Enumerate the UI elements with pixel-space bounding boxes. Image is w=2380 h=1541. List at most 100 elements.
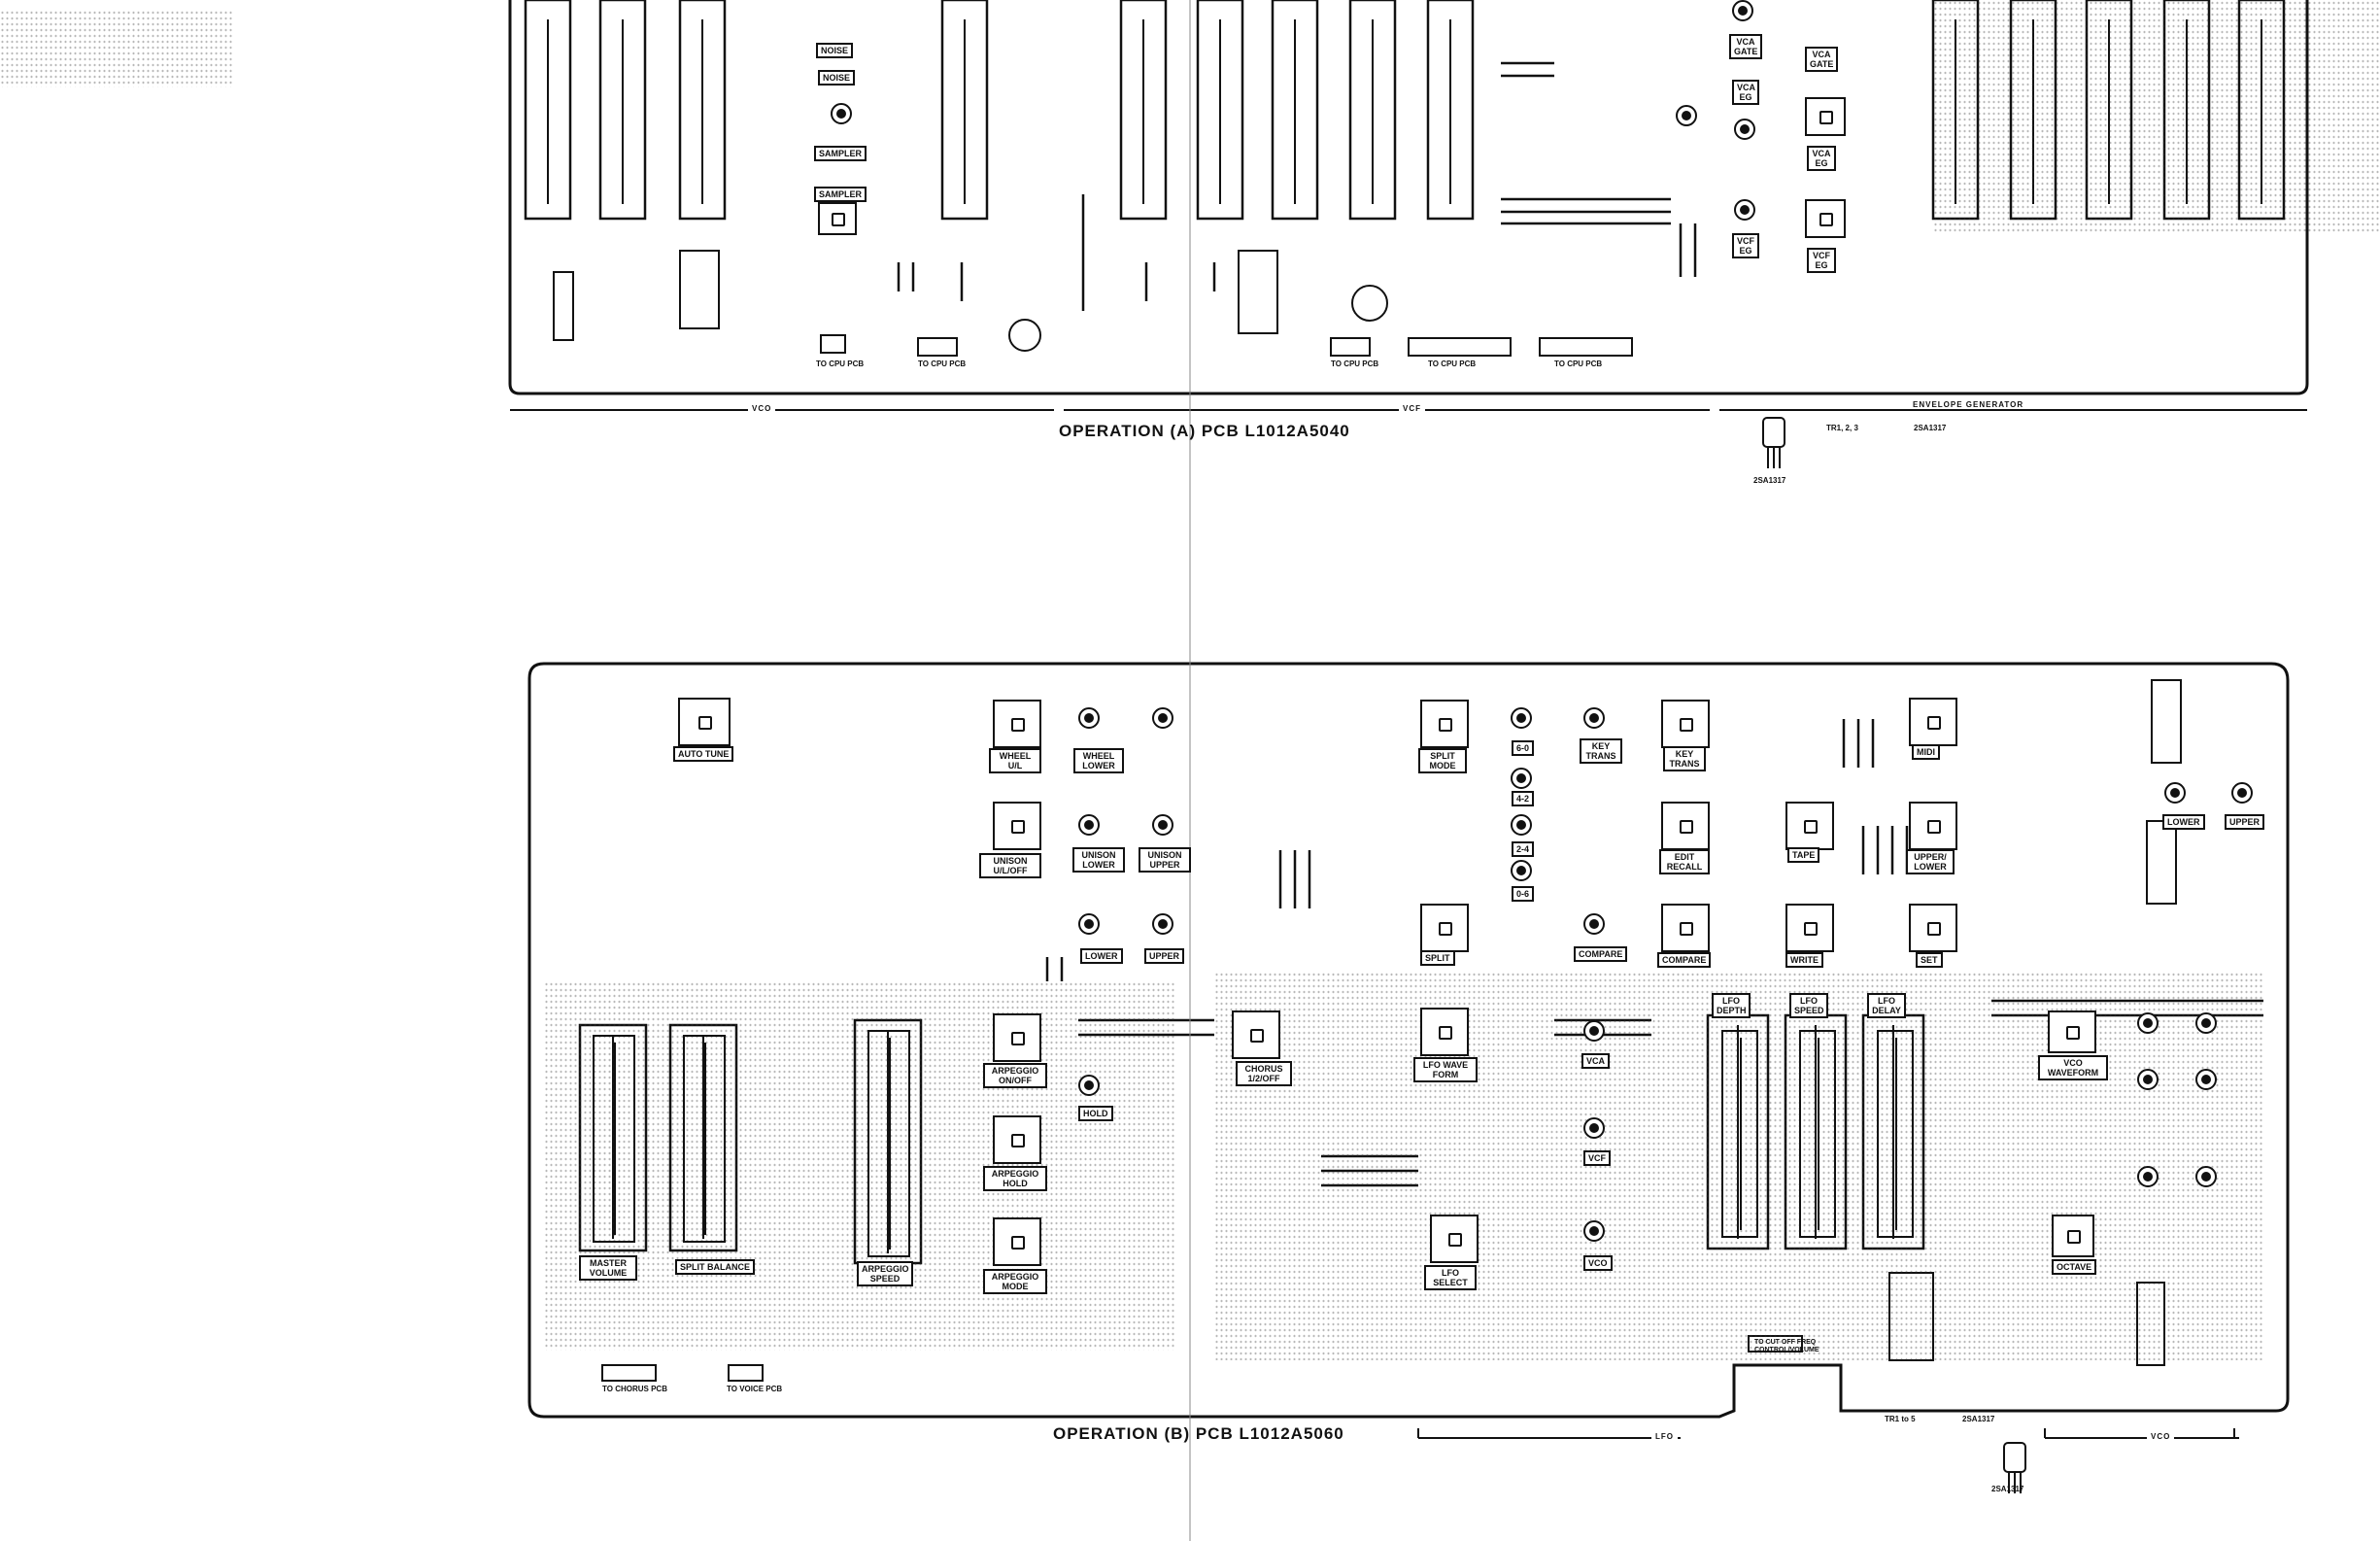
vca-gate-box-2: VCA GATE: [1805, 47, 1838, 72]
transistor-a-label: 2SA1317: [1753, 476, 1786, 485]
lfo-waveform-switch[interactable]: [1420, 1008, 1469, 1056]
env-switch-2[interactable]: [1805, 199, 1846, 238]
conn-a-1: TO CPU PCB: [816, 360, 865, 368]
compare-switch-label: COMPARE: [1657, 952, 1712, 968]
vco-led: [1583, 1220, 1605, 1242]
wheel-ul-switch[interactable]: [993, 700, 1041, 748]
arp-hold-switch[interactable]: [993, 1115, 1041, 1164]
octave-switch[interactable]: [2052, 1215, 2094, 1257]
upper-lower-label: UPPER/ LOWER: [1906, 849, 1955, 874]
board-a-title: OPERATION (A) PCB L1012A5040: [1059, 422, 1350, 440]
vco-label: VCO: [1583, 1255, 1613, 1271]
scan-noise-a-right: [1933, 0, 2380, 233]
vco-waveform-switch[interactable]: [2048, 1010, 2096, 1053]
chorus-switch[interactable]: [1232, 1010, 1280, 1059]
chorus-label: CHORUS 1/2/OFF: [1236, 1061, 1292, 1086]
compare-switch[interactable]: [1661, 904, 1710, 952]
conn-chorus-label: TO CHORUS PCB: [602, 1385, 667, 1393]
vca-eg-box-2: VCA EG: [1807, 146, 1836, 171]
vcf-eg-box-2: VCF EG: [1807, 248, 1836, 273]
board-a-section-env: ENVELOPE GENERATOR: [1909, 400, 2028, 409]
env-led-2: [1734, 119, 1755, 140]
lfo-speed-label: LFO SPEED: [1789, 993, 1828, 1018]
board-a-outline: [508, 0, 2309, 395]
lfo-select-switch[interactable]: [1430, 1215, 1479, 1263]
split-balance-label: SPLIT BALANCE: [675, 1259, 755, 1275]
lfo-speed-slider[interactable]: [1799, 1030, 1836, 1238]
conn-cutoff-label: TO CUT OFF FREQ CONTROL/VOLUME: [1754, 1339, 1819, 1353]
transistor-a-symbol: [1762, 417, 1785, 468]
conn-a-3: TO CPU PCB: [1331, 360, 1379, 368]
set-label: SET: [1916, 952, 1943, 968]
transistor-b-ref: TR1 to 5: [1885, 1415, 1916, 1423]
wheel-lower-label: WHEEL LOWER: [1073, 748, 1124, 773]
conn-voice-label: TO VOICE PCB: [727, 1385, 783, 1393]
board-a-connectors: [553, 271, 1633, 357]
arp-speed-slider[interactable]: [867, 1030, 910, 1257]
upper2-led: [2231, 782, 2253, 804]
vcf-eg-box-1: VCF EG: [1732, 233, 1759, 258]
vcf-label: VCF: [1583, 1150, 1611, 1166]
key-trans-switch-label: KEY TRANS: [1663, 746, 1706, 771]
unison-switch[interactable]: [993, 802, 1041, 850]
midi-switch[interactable]: [1909, 698, 1957, 746]
transistor-b-part: 2SA1317: [1962, 1415, 1995, 1423]
lfo-delay-slider[interactable]: [1877, 1030, 1914, 1238]
sampler-switch[interactable]: [818, 202, 857, 235]
transistor-b-symbol: [2003, 1442, 2026, 1493]
auto-tune-switch[interactable]: [678, 698, 731, 746]
unison-lower-label: UNISON LOWER: [1072, 847, 1125, 873]
board-a-sliders: [524, 0, 2286, 221]
range-led-1: [1511, 707, 1532, 729]
lfo-delay-label: LFO DELAY: [1867, 993, 1906, 1018]
sampler-box-1: SAMPLER: [814, 146, 867, 161]
range-06-label: 0-6: [1512, 886, 1535, 902]
key-trans-switch[interactable]: [1661, 700, 1710, 748]
unison-lower-led: [1078, 814, 1100, 836]
env-switch-1[interactable]: [1805, 97, 1846, 136]
write-label: WRITE: [1785, 952, 1823, 968]
split-switch[interactable]: [1420, 904, 1469, 952]
range-60-label: 6-0: [1512, 740, 1535, 756]
vcf-led: [1583, 1117, 1605, 1139]
upper-led: [1152, 913, 1173, 935]
write-switch[interactable]: [1785, 904, 1834, 952]
board-b-title: OPERATION (B) PCB L1012A5060: [1053, 1424, 1344, 1443]
upper-lower-switch[interactable]: [1909, 802, 1957, 850]
env-led-3: [1734, 199, 1755, 221]
board-a-section-vcf: VCF: [1399, 404, 1425, 413]
tape-label: TAPE: [1787, 847, 1820, 863]
lfo-depth-slider[interactable]: [1721, 1030, 1758, 1238]
board-a-section-vco: VCO: [748, 404, 776, 413]
split-balance-slider[interactable]: [683, 1035, 726, 1243]
compare-led-label: COMPARE: [1574, 946, 1628, 962]
range-led-2: [1511, 768, 1532, 789]
hold-led: [1078, 1075, 1100, 1096]
conn-a-5: TO CPU PCB: [1554, 360, 1603, 368]
compare-led: [1583, 913, 1605, 935]
arp-onoff-switch[interactable]: [993, 1013, 1041, 1062]
tape-switch[interactable]: [1785, 802, 1834, 850]
master-volume-slider[interactable]: [593, 1035, 635, 1243]
board-b-section-lfo: LFO: [1651, 1432, 1678, 1441]
transistor-a-ref: TR1, 2, 3: [1826, 424, 1858, 432]
env-led-1: [1732, 0, 1753, 21]
board-b-section-rule: [1417, 1428, 2239, 1439]
vca-led: [1583, 1020, 1605, 1042]
split-mode-switch[interactable]: [1420, 700, 1469, 748]
arp-mode-switch[interactable]: [993, 1217, 1041, 1266]
midi-label: MIDI: [1912, 744, 1940, 760]
board-b-ics: [1888, 679, 2182, 1366]
board-b-slider-wipers: [612, 1025, 1894, 1253]
edit-recall-switch[interactable]: [1661, 802, 1710, 850]
key-trans-led: [1583, 707, 1605, 729]
noise-box-1: NOISE: [816, 43, 854, 58]
lfo-select-label: LFO SELECT: [1424, 1265, 1477, 1290]
arp-speed-label: ARPEGGIO SPEED: [857, 1261, 913, 1286]
unison-upper-led: [1152, 814, 1173, 836]
auto-tune-label: AUTO TUNE: [673, 746, 734, 762]
set-switch[interactable]: [1909, 904, 1957, 952]
arp-onoff-label: ARPEGGIO ON/OFF: [983, 1063, 1047, 1088]
lower2-led: [2164, 782, 2186, 804]
range-24-label: 2-4: [1512, 841, 1535, 857]
